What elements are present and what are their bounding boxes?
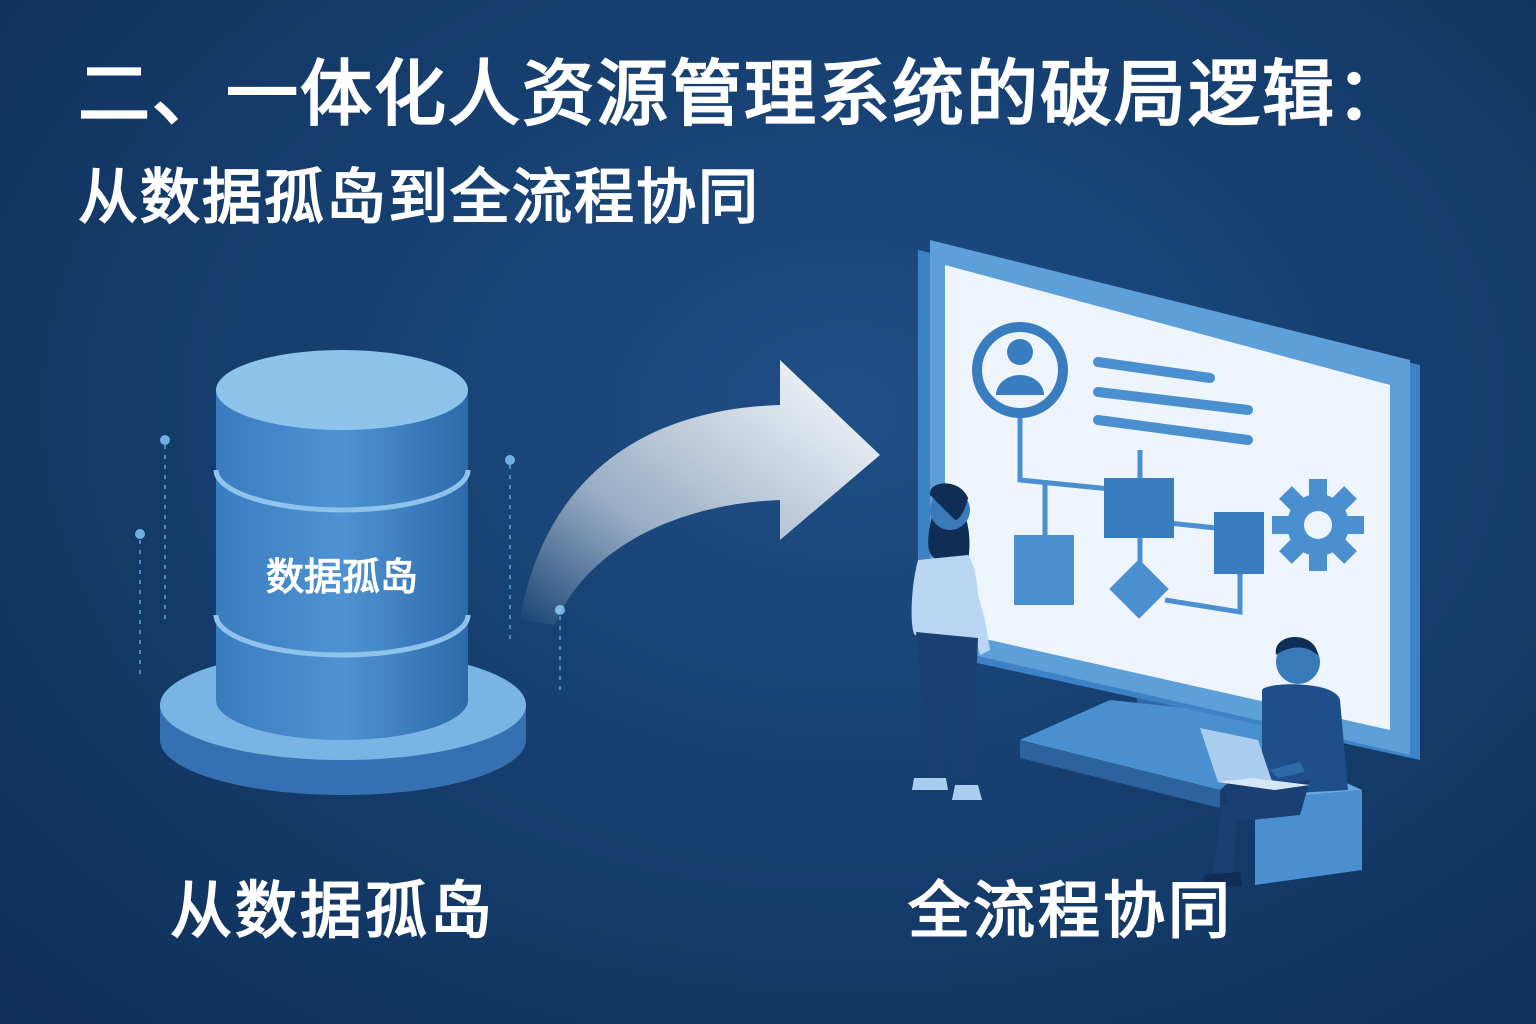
flowchart-icon [1014, 418, 1264, 619]
user-avatar-icon [972, 322, 1068, 418]
database-label: 数据孤岛 [266, 555, 418, 599]
sitting-person-figure [1200, 636, 1362, 888]
curved-arrow-icon [520, 360, 880, 625]
database-cylinder-icon: 数据孤岛 [160, 350, 526, 795]
page-title: 二、一体化人资源管理系统的破局逻辑： [78, 52, 1411, 136]
caption-left: 从数据孤岛 [170, 874, 496, 947]
text-lines [1093, 357, 1253, 445]
gear-icon [1272, 479, 1364, 571]
page-subtitle: 从数据孤岛到全流程协同 [78, 163, 760, 233]
caption-right: 全流程协同 [908, 874, 1234, 947]
standing-person-figure [911, 483, 990, 800]
